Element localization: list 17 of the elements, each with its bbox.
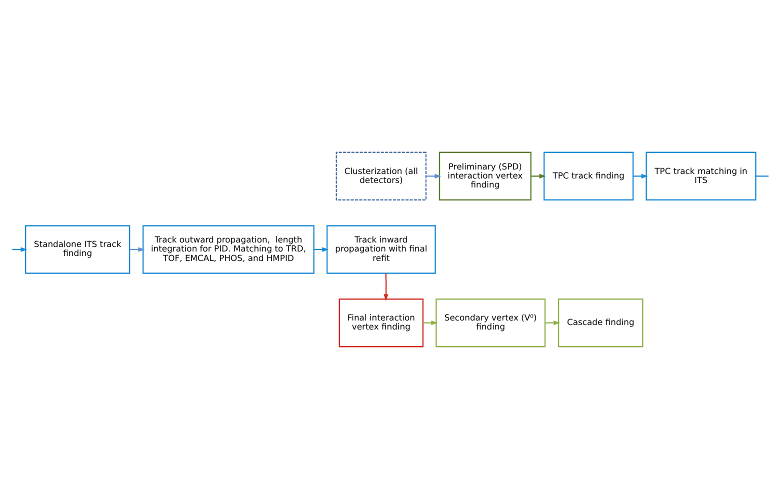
node-box: Secondary vertex (V⁰) finding: [436, 298, 546, 347]
node-box: Track outward propagation, length integration for PID. Matching to TRD, TOF, EMCAL, PHOS, and HMPID: [142, 224, 314, 274]
node-box: Track inward propagation with final refit: [326, 224, 436, 274]
node-box: Clusterization (all detectors): [336, 151, 427, 200]
arrow: [423, 320, 438, 325]
arrow: [384, 272, 388, 300]
node-box: Standalone ITS track finding: [24, 224, 130, 274]
connector: [756, 175, 769, 176]
arrow: [531, 173, 546, 178]
node-box: Preliminary (SPD) interaction vertex finding: [438, 151, 532, 200]
node-box: TPC track finding: [544, 151, 634, 200]
node-box: Cascade finding: [558, 298, 644, 347]
arrow: [545, 320, 560, 325]
arrow: [426, 173, 442, 178]
arrow: [633, 173, 648, 178]
node-box: TPC track matching in ITS: [646, 151, 756, 200]
node-box: Final interaction vertex finding: [338, 298, 424, 347]
